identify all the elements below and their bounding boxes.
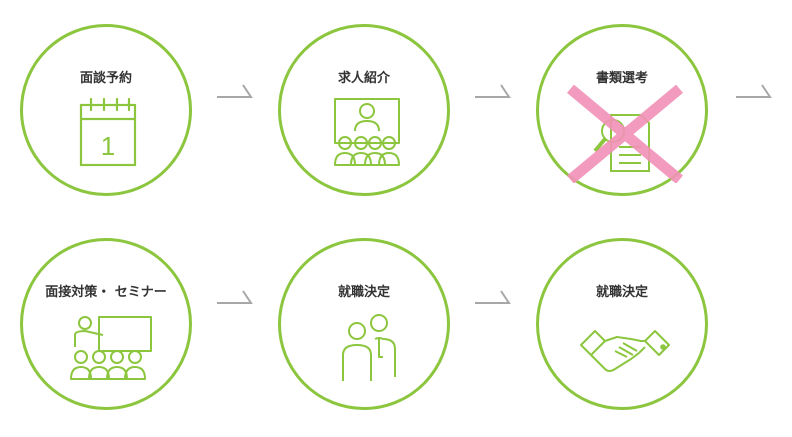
step-document-screening: 書類選考 — [536, 24, 708, 196]
step-label: 書類選考 — [595, 71, 648, 86]
step-job-offer-people: 就職決定 — [278, 238, 450, 410]
calendar-icon: 1 — [79, 97, 137, 167]
step-job-offer-handshake: 就職決定 — [536, 238, 708, 410]
arrow-right-icon — [475, 290, 511, 304]
step-label: 面接対策・ セミナー — [45, 285, 167, 300]
seminar-icon — [70, 316, 152, 380]
step-label: 求人紹介 — [337, 71, 390, 86]
step-interview-prep-seminar: 面接対策・ セミナー — [20, 238, 192, 410]
step-label: 就職決定 — [595, 285, 648, 300]
step-interview-booking: 面談予約 1 — [20, 24, 192, 196]
handshake-icon — [580, 330, 670, 372]
presentation-audience-icon — [334, 98, 400, 166]
cross-icon — [566, 84, 684, 183]
arrow-right-icon — [736, 84, 772, 98]
step-label: 面談予約 — [79, 71, 132, 86]
two-people-icon — [342, 314, 396, 381]
arrow-right-icon — [217, 84, 253, 98]
step-label: 就職決定 — [337, 285, 390, 300]
step-job-introduction: 求人紹介 — [278, 24, 450, 196]
arrow-right-icon — [475, 84, 511, 98]
calendar-day: 1 — [101, 131, 115, 161]
arrow-right-icon — [217, 290, 253, 304]
